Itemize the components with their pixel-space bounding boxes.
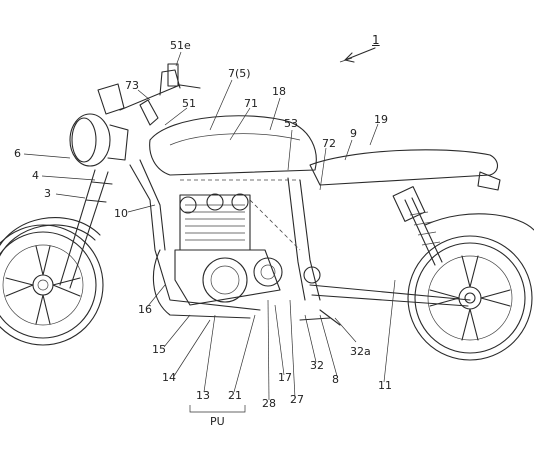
label-73: 73 xyxy=(125,79,139,92)
label-18: 18 xyxy=(272,85,286,98)
label-3: 3 xyxy=(44,187,51,200)
fuel-tank xyxy=(149,115,317,176)
swing-arm xyxy=(299,266,476,326)
rear-shock xyxy=(392,186,443,266)
label-53: 53 xyxy=(284,117,298,130)
label-72: 72 xyxy=(322,137,336,150)
label-71: 71 xyxy=(244,97,258,110)
label-32: 32 xyxy=(310,359,324,372)
label-4: 4 xyxy=(32,169,39,182)
label-51e: 51e xyxy=(170,39,191,52)
reference-numeral: 1 xyxy=(372,33,380,47)
leader-lines xyxy=(23,51,396,413)
engine-unit xyxy=(152,193,283,319)
label-17: 17 xyxy=(278,371,292,384)
label-13: 13 xyxy=(196,389,210,402)
headlight xyxy=(69,113,129,167)
label-21: 21 xyxy=(228,389,242,402)
label-9: 9 xyxy=(350,127,357,140)
rear-wheel xyxy=(407,213,534,361)
label-16: 16 xyxy=(138,303,152,316)
handlebar xyxy=(97,63,201,126)
front-wheel xyxy=(0,217,104,346)
label-14: 14 xyxy=(162,371,176,384)
reference-arrowhead xyxy=(344,52,355,63)
reference-arrow xyxy=(344,47,376,61)
label-15: 15 xyxy=(152,343,166,356)
label-6: 6 xyxy=(14,147,21,160)
seat xyxy=(309,149,501,191)
label-pu: PU xyxy=(210,415,225,428)
frame xyxy=(129,159,321,311)
label-51: 51 xyxy=(182,97,196,110)
label-19: 19 xyxy=(374,113,388,126)
label-10: 10 xyxy=(114,207,128,220)
label-8: 8 xyxy=(332,373,339,386)
label-32a: 32a xyxy=(350,345,371,358)
label-7-5: 7(5) xyxy=(228,67,251,80)
front-fork xyxy=(59,169,113,289)
label-11: 11 xyxy=(378,379,392,392)
label-28: 28 xyxy=(262,397,276,410)
label-27: 27 xyxy=(290,393,304,406)
